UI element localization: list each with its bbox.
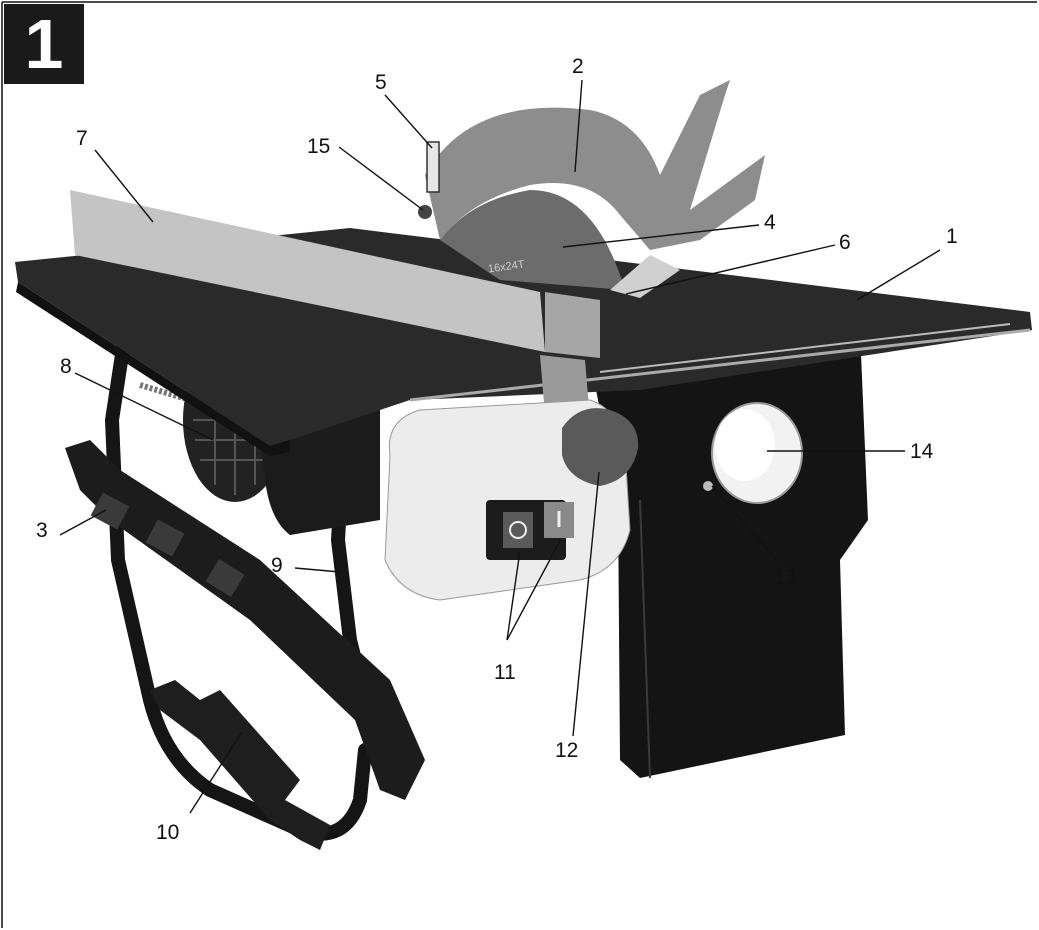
leader-11b <box>506 538 562 641</box>
callout-13: 13 <box>773 566 797 589</box>
leader-3 <box>59 509 107 536</box>
callout-14: 14 <box>910 440 934 463</box>
callout-7: 7 <box>76 127 88 150</box>
guard-bolt <box>426 141 440 193</box>
cabinet <box>590 330 868 778</box>
switch-off-symbol <box>509 521 527 539</box>
callout-leaders <box>59 79 941 814</box>
figure-number-badge: 1 <box>4 4 84 84</box>
callout-6: 6 <box>839 231 851 254</box>
leader-6 <box>625 244 836 295</box>
leader-13 <box>711 485 781 565</box>
leader-5 <box>384 94 433 149</box>
callout-2: 2 <box>572 55 584 78</box>
switch-off-button <box>503 512 533 548</box>
leader-2 <box>574 79 583 173</box>
leader-4 <box>562 224 760 248</box>
leader-9 <box>294 567 341 573</box>
callout-9: 9 <box>271 554 283 577</box>
leader-11a <box>506 550 521 641</box>
callout-8: 8 <box>60 355 72 378</box>
leader-12 <box>572 471 600 737</box>
callout-11: 11 <box>494 661 516 684</box>
spring <box>139 382 191 403</box>
leader-15 <box>338 146 424 211</box>
blade-guard <box>425 80 765 250</box>
callout-12: 12 <box>555 739 579 762</box>
callout-3: 3 <box>36 519 48 542</box>
leader-1 <box>856 249 941 301</box>
rip-fence <box>70 190 545 352</box>
callout-1: 1 <box>946 225 958 248</box>
foot-bar <box>150 680 330 850</box>
callout-10: 10 <box>156 821 180 844</box>
fence-lock-knob <box>562 408 639 486</box>
leader-8 <box>74 372 214 441</box>
callout-5: 5 <box>375 71 387 94</box>
callout-15: 15 <box>307 135 331 158</box>
saw-blade <box>440 190 625 290</box>
riving-knife <box>610 255 680 298</box>
lock-screw <box>703 481 713 491</box>
leader-7 <box>94 149 154 223</box>
leader-10 <box>189 731 243 814</box>
callout-4: 4 <box>764 211 776 234</box>
